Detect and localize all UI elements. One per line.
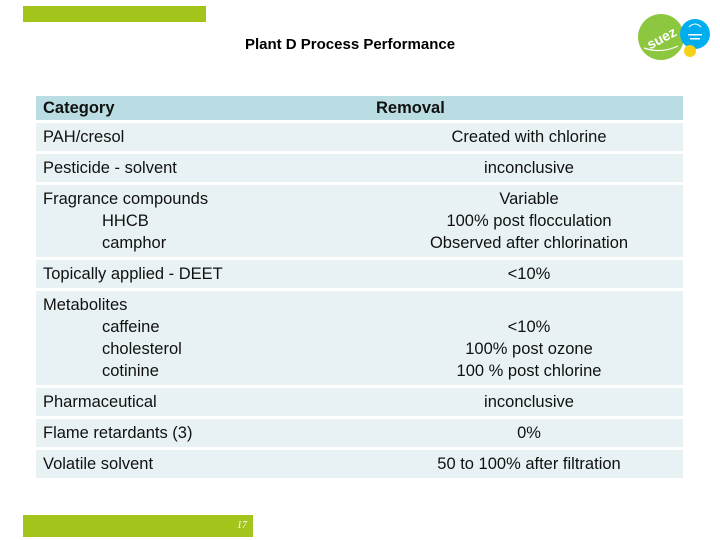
removal-value: 50 to 100% after filtration [437,455,621,473]
category-label: Topically applied - DEET [43,265,223,283]
category-label: Metabolites [43,296,128,314]
category-cell: Pesticide - solvent [36,154,368,182]
footer-accent-bar: 17 [23,515,253,537]
category-cell: Volatile solvent [36,450,368,478]
category-cell: Metabolites caffeine cholesterol cotinine [36,291,368,385]
page-number: 17 [237,520,247,531]
category-label: Flame retardants (3) [43,424,193,442]
category-sub-item: HHCB [102,212,149,230]
removal-cell: 50 to 100% after filtration [368,450,683,478]
removal-value: Variable [499,190,559,208]
removal-cell: <10% 100% post ozone 100 % post chlorine [368,291,683,385]
category-sub-item: caffeine [102,318,160,336]
removal-value: 0% [517,424,541,442]
slide-title: Plant D Process Performance [244,36,456,53]
category-label: Volatile solvent [43,455,154,473]
category-sub-item: cholesterol [102,340,182,358]
table-row: Pharmaceutical inconclusive [36,388,683,416]
category-cell: Pharmaceutical [36,388,368,416]
removal-cell: Created with chlorine [368,123,683,151]
category-label: Pesticide - solvent [43,159,177,177]
table-row: Metabolites caffeine cholesterol cotinine <… [36,291,683,385]
table-row: Volatile solvent 50 to 100% after filtrat… [36,450,683,478]
yellow-dot-icon [684,45,696,57]
category-label: Pharmaceutical [43,393,157,411]
table-row: Topically applied - DEET <10% [36,260,683,288]
removal-value: 100% post ozone [465,340,593,358]
removal-value: inconclusive [484,159,574,177]
category-cell: PAH/cresol [36,123,368,151]
category-cell: Topically applied - DEET [36,260,368,288]
removal-cell: <10% [368,260,683,288]
category-label: Fragrance compounds [43,190,209,208]
table-row: Flame retardants (3) 0% [36,419,683,447]
removal-cell: inconclusive [368,388,683,416]
removal-value: <10% [507,318,551,336]
category-cell: Flame retardants (3) [36,419,368,447]
header-removal: Removal [368,96,683,120]
removal-value: Created with chlorine [451,128,607,146]
removal-value: <10% [507,265,551,283]
category-sub-item: cotinine [102,362,159,380]
performance-table: Category Removal PAH/cresol Created with … [36,96,683,481]
category-sub-item: camphor [102,234,167,252]
top-accent-bar [23,6,206,22]
table-row: PAH/cresol Created with chlorine [36,123,683,151]
suez-logo: suez [636,12,714,62]
table-row: Pesticide - solvent inconclusive [36,154,683,182]
table-header-row: Category Removal [36,96,683,120]
removal-cell: 0% [368,419,683,447]
removal-cell: inconclusive [368,154,683,182]
removal-value: inconclusive [484,393,574,411]
category-label: PAH/cresol [43,128,125,146]
removal-value: 100 % post chlorine [456,362,602,380]
header-category: Category [36,96,368,120]
removal-value [382,294,676,316]
removal-value: 100% post flocculation [446,212,612,230]
removal-value: Observed after chlorination [429,234,629,252]
